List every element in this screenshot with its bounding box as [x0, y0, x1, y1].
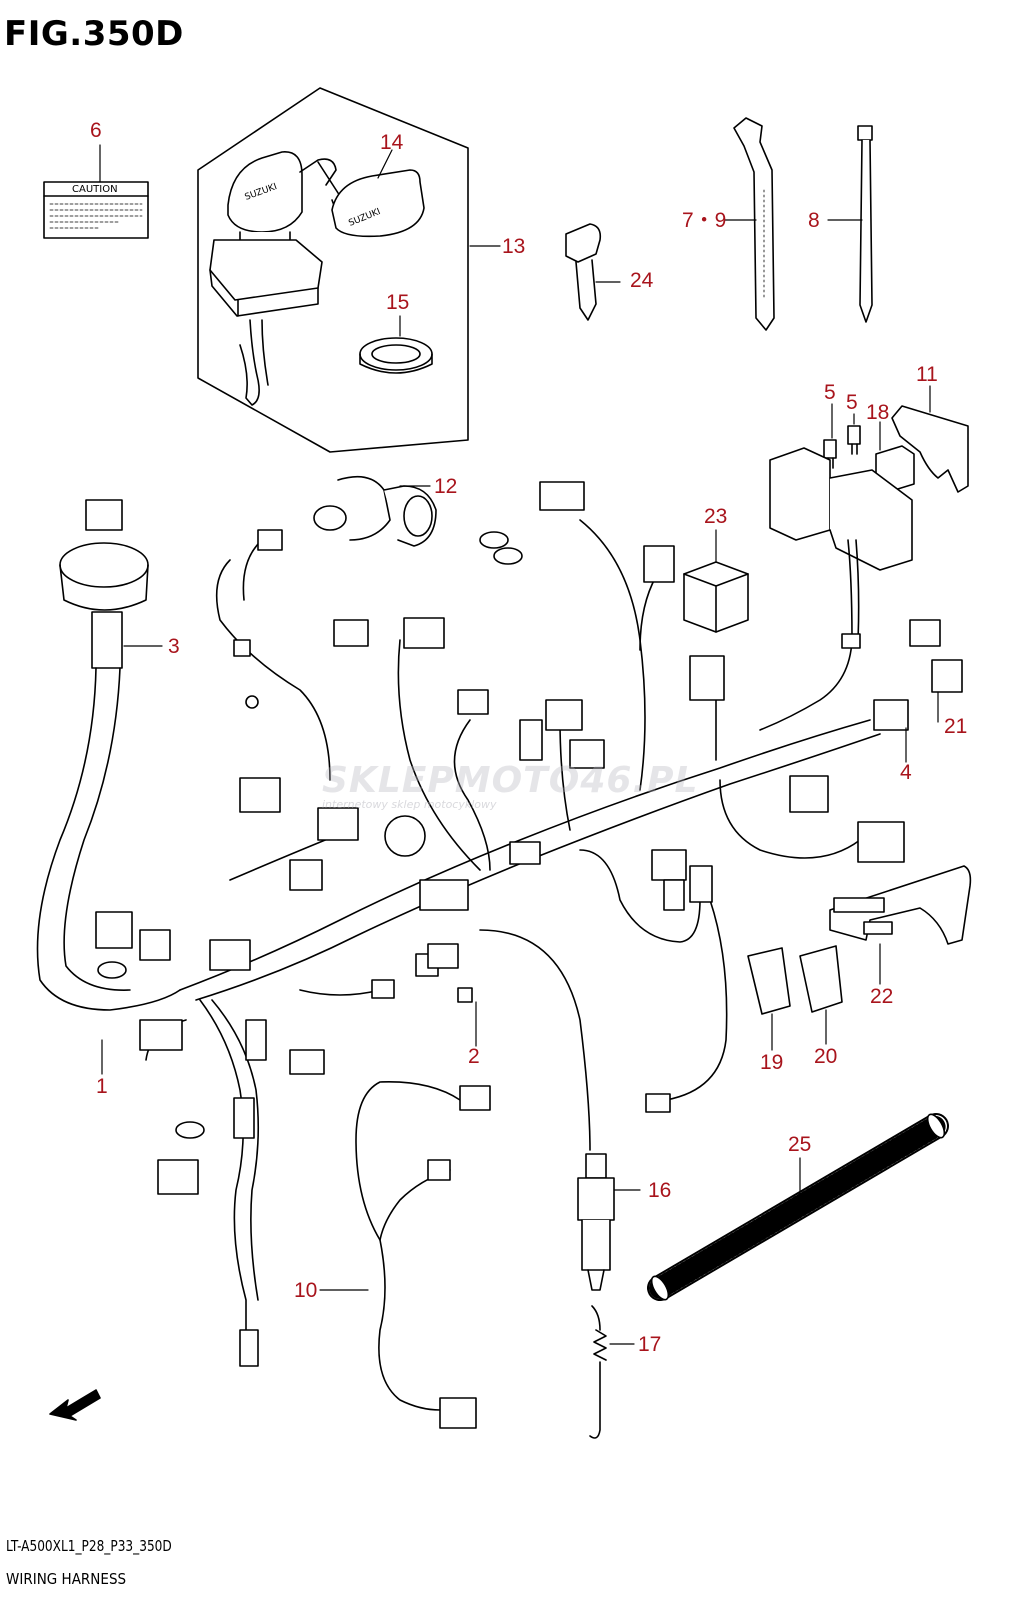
- corrugated-tube-part[interactable]: [647, 1112, 949, 1303]
- switch-cover-part[interactable]: SUZUKI: [331, 169, 425, 238]
- ignition-switch-part[interactable]: SUZUKI: [209, 151, 351, 406]
- fuse-box-bracket-part[interactable]: [891, 405, 969, 493]
- callout-5b[interactable]: 5: [846, 391, 858, 414]
- fuse-part-b[interactable]: [847, 425, 861, 455]
- callout-24[interactable]: 24: [630, 269, 654, 292]
- watermark: SKLEPMOTO46.PL: [322, 760, 699, 801]
- cable-tie-part[interactable]: [857, 125, 873, 323]
- callout-21[interactable]: 21: [944, 715, 968, 738]
- callout-25[interactable]: 25: [788, 1133, 812, 1156]
- caution-label-text: CAUTION: [72, 184, 118, 195]
- callout-13[interactable]: 13: [502, 235, 526, 258]
- relay-23-part[interactable]: [683, 561, 749, 633]
- callout-19[interactable]: 19: [760, 1051, 784, 1074]
- watermark-subtitle: internetowy sklep motocyklowy: [322, 798, 497, 811]
- callout-20[interactable]: 20: [814, 1045, 838, 1068]
- sensor-16-part[interactable]: [577, 1153, 615, 1291]
- callout-6[interactable]: 6: [90, 119, 102, 142]
- callout-10[interactable]: 10: [294, 1279, 318, 1302]
- section-name: WIRING HARNESS: [6, 1570, 127, 1588]
- socket-part[interactable]: [313, 475, 437, 547]
- callout-15[interactable]: 15: [386, 291, 410, 314]
- fwd-arrow-icon: [49, 1389, 101, 1421]
- callout-23[interactable]: 23: [704, 505, 728, 528]
- callout-2[interactable]: 2: [468, 1045, 480, 1068]
- clamp-band-part[interactable]: [733, 117, 775, 331]
- callout-7-9[interactable]: 7・9: [682, 209, 727, 232]
- leader-14: [377, 149, 393, 179]
- caution-label-part[interactable]: [43, 181, 149, 239]
- model-code: LT-A500XL1_P28_P33_350D: [6, 1537, 172, 1555]
- callout-5a[interactable]: 5: [824, 381, 836, 404]
- callout-17[interactable]: 17: [638, 1333, 662, 1356]
- connector-group: [95, 481, 963, 1367]
- callout-11[interactable]: 11: [916, 363, 938, 386]
- cap-19-part[interactable]: [747, 947, 791, 1015]
- harness-sub-lead-part[interactable]: [36, 499, 181, 1011]
- callout-14[interactable]: 14: [380, 131, 404, 154]
- callout-18[interactable]: 18: [866, 401, 890, 424]
- fuse-box-part: [759, 447, 913, 731]
- callout-16[interactable]: 16: [648, 1179, 672, 1202]
- callout-1[interactable]: 1: [96, 1075, 108, 1098]
- callout-12[interactable]: 12: [434, 475, 458, 498]
- figure-title: FIG.350D: [4, 14, 184, 54]
- callout-8[interactable]: 8: [808, 209, 820, 232]
- callout-22[interactable]: 22: [870, 985, 894, 1008]
- bracket-22-part[interactable]: [829, 865, 972, 945]
- callout-3[interactable]: 3: [168, 635, 180, 658]
- key-blank-part[interactable]: [565, 223, 602, 321]
- spring-17-part[interactable]: [589, 1305, 607, 1439]
- callout-4[interactable]: 4: [900, 761, 912, 784]
- wiring-lead-10-part[interactable]: [355, 1081, 491, 1429]
- cap-20-part[interactable]: [799, 945, 843, 1013]
- ring-nut-part[interactable]: [359, 337, 433, 374]
